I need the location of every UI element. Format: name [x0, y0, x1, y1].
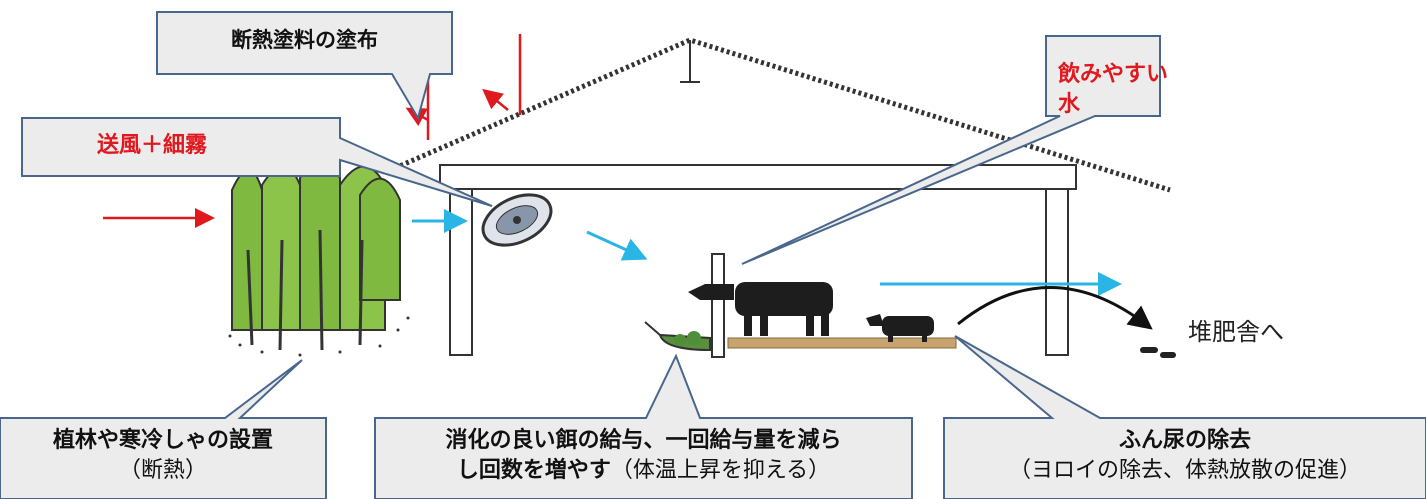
cow-icon	[688, 282, 833, 336]
feed-main2-text: し回数を増やす	[456, 456, 611, 483]
compost-pile	[1140, 347, 1176, 358]
heat-arrows	[103, 34, 522, 228]
bedding-floor	[727, 337, 957, 349]
callout-fan: 送風＋細霧	[22, 131, 282, 161]
manure-sub-text: （ヨロイの除去、体熱放散の促進）	[1008, 457, 1361, 483]
callout-manure: ふん尿の除去 （ヨロイの除去、体熱放散の促進）	[944, 426, 1426, 485]
callout-water: 飲みやすい水	[1058, 60, 1172, 119]
feed-sub-text: （体温上昇を抑える）	[610, 457, 831, 483]
callout-coating: 断熱塗料の塗布	[157, 26, 452, 54]
water-text: 飲みやすい水	[1058, 61, 1169, 117]
calf-icon	[866, 314, 934, 342]
compost-label: 堆肥舎へ	[1188, 318, 1284, 346]
tree-windbreak	[228, 158, 410, 357]
coating-text: 断熱塗料の塗布	[231, 27, 378, 52]
barn-frame	[439, 164, 1077, 358]
airflow-arrows	[412, 209, 1122, 296]
callout-feed: 消化の良い餌の給与、一回給与量を減ら し回数を増やす（体温上昇を抑える）	[375, 426, 912, 485]
fan-icon	[481, 193, 553, 247]
callout-boxes	[0, 11, 1426, 499]
feed-trough	[644, 321, 711, 352]
manure-main-text: ふん尿の除去	[1118, 427, 1251, 453]
callout-trees: 植林や寒冷しゃの設置 （断熱）	[0, 426, 326, 485]
fan-text: 送風＋細霧	[96, 132, 207, 158]
trees-main-text: 植林や寒冷しゃの設置	[52, 427, 273, 453]
trees-sub-text: （断熱）	[118, 457, 207, 483]
compost-arrow	[957, 286, 1153, 330]
feed-main-text: 消化の良い餌の給与、一回給与量を減ら	[445, 427, 842, 453]
